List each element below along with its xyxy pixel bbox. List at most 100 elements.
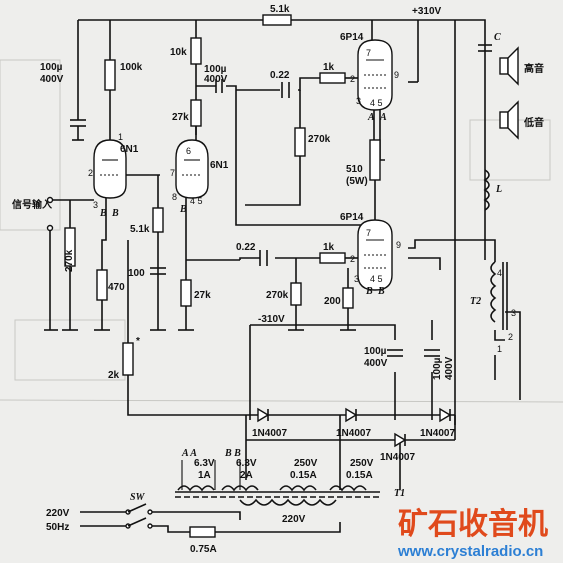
t1-w2-amp: 2A [240, 470, 253, 481]
capacitor-icon [387, 349, 403, 357]
label-b-plus: +310V [412, 6, 442, 17]
r-2k-mark: * [136, 336, 140, 347]
input-label: 信号输入 [12, 198, 52, 211]
v2-name: 6N1 [210, 160, 229, 171]
v1-heater-h: B [111, 208, 119, 219]
t1-primary-volt: 220V [282, 514, 306, 525]
resistor-icon [369, 139, 381, 181]
r-1k-top-label: 1k [323, 62, 335, 73]
r-51k-label: 5.1k [130, 224, 150, 235]
r-470-label: 470 [108, 282, 125, 293]
v4-heater-b2: B [377, 286, 385, 297]
t1-w3-amp: 0.15A [290, 470, 317, 481]
t1-w4-volt: 250V [350, 458, 374, 469]
v3-heater-a2: A [379, 112, 387, 123]
transformer-icon [175, 485, 380, 506]
diode-label-3: 1N4007 [420, 428, 455, 439]
capacitor-icon [70, 119, 86, 141]
resistor-icon [180, 279, 192, 307]
r-270k-a-label: 270k [308, 134, 331, 145]
tube-icon [93, 139, 127, 199]
c022-top-label: 0.22 [270, 70, 290, 81]
v4-pin7: 7 [366, 228, 371, 238]
capacitor-icon [259, 250, 268, 266]
c1-volt: 400V [40, 74, 64, 85]
wiring [50, 19, 521, 533]
label-t1: T1 [394, 488, 405, 499]
capacitor-icon [150, 267, 166, 275]
r-27k-b-label: 27k [194, 290, 211, 301]
c022-bot-label: 0.22 [236, 242, 256, 253]
c4-volt: 400V [444, 356, 455, 380]
v1-pin3: 3 [93, 200, 98, 210]
c2-volt: 400V [204, 74, 228, 85]
resistor-icon [104, 59, 116, 91]
resistor-icon [319, 72, 346, 84]
tube-icon [357, 39, 393, 111]
tube-icon [175, 139, 209, 199]
v4-name: 6P14 [340, 212, 364, 223]
c3-volt: 400V [364, 358, 388, 369]
v3-pin7: 7 [366, 48, 371, 58]
v3-pins-45: 4 5 [370, 98, 383, 108]
r-270k-in-label: 270k [64, 249, 75, 272]
resistor-icon [96, 269, 108, 301]
t1-w2-volt: 6.3V [236, 458, 257, 469]
watermark-url: www.crystalradio.cn [397, 543, 543, 560]
fuse-label: 0.75A [190, 544, 217, 555]
v4-pins-45: 4 5 [370, 274, 383, 284]
capacitor-icon [215, 79, 223, 93]
r-10k-label: 10k [170, 47, 187, 58]
v3-pin3: 3 [356, 96, 361, 106]
tube-icon [357, 219, 393, 291]
resistor-icon [190, 37, 202, 65]
c4-value: 100µ [432, 357, 443, 380]
v4-pin3: 3 [354, 274, 359, 284]
t2-pin-4: 4 [497, 268, 502, 278]
capacitor-icon [424, 349, 440, 357]
r-100k-label: 100k [120, 62, 143, 73]
resistor-icon [190, 99, 202, 127]
v2-pin7: 7 [170, 168, 175, 178]
v2-heater-k: B [179, 204, 187, 215]
resistor-icon [342, 287, 354, 309]
v1-pin2: 2 [88, 168, 93, 178]
v3-pin9: 9 [394, 70, 399, 80]
mains-volt: 220V [46, 508, 70, 519]
label-tweeter: 高音 [524, 62, 544, 75]
label-t2: T2 [470, 296, 481, 307]
t1-w1-volt: 6.3V [194, 458, 215, 469]
capacitor-icon [478, 44, 492, 52]
v4-heater-b1: B [365, 286, 373, 297]
capacitors [70, 79, 440, 357]
r-1k-bot-label: 1k [323, 242, 335, 253]
speakers [478, 44, 519, 211]
diode-label-1: 1N4007 [252, 428, 287, 439]
fuse-icon [189, 526, 216, 538]
v4-pin2: 2 [350, 254, 355, 264]
resistor-icon [122, 342, 134, 376]
label-woofer: 低音 [523, 116, 544, 129]
tubes [93, 39, 393, 291]
diodes [257, 407, 452, 448]
diode-icon [394, 432, 407, 448]
speaker-icon [499, 100, 519, 140]
t1-w2-letters: B B [224, 448, 241, 459]
switch-icon [125, 503, 153, 529]
v2-heater-h: 4 5 [190, 196, 203, 206]
t1-w3-volt: 250V [294, 458, 318, 469]
diode-label-2: 1N4007 [336, 428, 371, 439]
v3-pin2: 2 [350, 74, 355, 84]
resistors [64, 14, 381, 376]
label-b-minus: -310V [258, 314, 285, 325]
r-27k-a-label: 27k [172, 112, 189, 123]
diode-label-4: 1N4007 [380, 452, 415, 463]
switch-label: SW [130, 492, 146, 503]
v2-pin6: 6 [186, 146, 191, 156]
inductor-icon [483, 169, 490, 211]
watermark-brand: 矿石收音机 [398, 507, 548, 542]
r-510-label: 510 [346, 164, 363, 175]
v1-name: 6N1 [120, 144, 139, 155]
speaker-icon [499, 46, 519, 86]
